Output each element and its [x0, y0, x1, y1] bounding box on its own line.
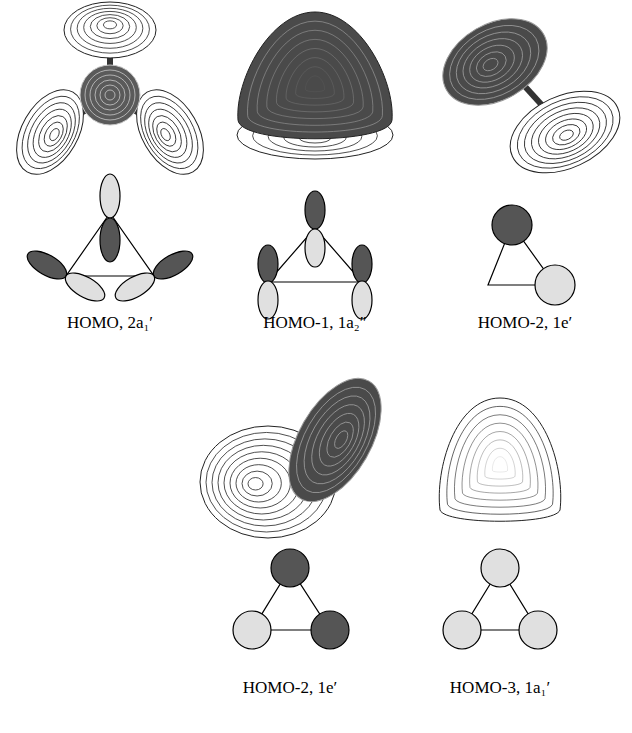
contour-line: [97, 18, 123, 34]
orbital-schematics: [23, 174, 575, 649]
contour-line: [470, 432, 531, 494]
contour-line: [515, 90, 617, 176]
contour-line: [103, 21, 116, 29]
contour-plots: [3, 1, 632, 538]
contour-line: [77, 8, 143, 48]
contour-line: [506, 82, 625, 182]
contour-line: [523, 98, 608, 169]
orbital-label: HOMO-2, 1e′: [243, 678, 337, 698]
contour-line: [230, 458, 290, 508]
contour-line: [159, 127, 172, 142]
contour-line: [497, 75, 632, 189]
contour-line: [100, 85, 120, 105]
contour-line: [48, 127, 61, 142]
contour-line: [257, 30, 373, 125]
contour-line: [322, 418, 359, 462]
contour-line: [18, 94, 85, 171]
contour-line: [147, 111, 187, 157]
orbital-lobe: [270, 363, 400, 517]
contour-line: [436, 10, 552, 114]
contour-line: [447, 406, 553, 514]
contour-line: [280, 374, 392, 506]
orbital-label: HOMO, 2a₁′: [67, 313, 153, 333]
contour-line: [485, 448, 515, 479]
contour-line: [224, 452, 300, 514]
contour-line: [305, 76, 324, 92]
contour-line: [236, 465, 281, 502]
contour-line: [135, 94, 202, 171]
contour-line: [454, 28, 531, 98]
contour-line: [311, 407, 367, 473]
contour-line: [481, 56, 500, 73]
contour-line: [477, 440, 523, 486]
contour-line: [153, 119, 180, 150]
contour-line: [242, 471, 272, 496]
contour-line: [532, 105, 600, 162]
contour-line: [332, 429, 351, 451]
contour-line: [141, 103, 195, 165]
contour-line: [85, 70, 135, 120]
contour-line: [90, 15, 129, 39]
contour-line: [95, 80, 125, 110]
contour-line: [462, 423, 538, 500]
contour-line: [40, 119, 67, 150]
contour-line: [25, 103, 79, 165]
contour-line: [558, 128, 575, 142]
contour-line: [129, 86, 210, 178]
contour-line: [291, 385, 384, 495]
contour-line: [549, 120, 583, 149]
contour-line: [463, 38, 521, 90]
contour-line: [64, 2, 156, 58]
orbital-lobe: [64, 2, 156, 58]
contour-line: [472, 47, 511, 82]
contour-line: [541, 113, 592, 156]
contour-line: [492, 457, 507, 472]
contour-line: [276, 49, 353, 112]
orbital-lobe: [439, 398, 561, 521]
contour-line: [33, 111, 73, 157]
contour-line: [10, 86, 91, 178]
orbital-label: HOMO-2, 1e′: [478, 313, 572, 333]
contour-line: [248, 478, 263, 490]
contour-line: [301, 396, 375, 484]
contour-line: [270, 363, 400, 517]
contour-line: [286, 58, 344, 106]
orbital-lobe: [80, 65, 140, 125]
contour-line: [90, 75, 130, 115]
contour-line: [71, 5, 150, 53]
orbital-label: HOMO-1, 1a₂″: [263, 313, 367, 333]
contour-line: [296, 67, 335, 99]
contour-line: [80, 65, 140, 125]
orbital-lobe: [497, 75, 632, 189]
contour-line: [445, 19, 541, 106]
contour-line: [84, 11, 137, 43]
contour-line: [105, 90, 115, 100]
orbital-label: HOMO-3, 1a₁′: [450, 678, 550, 698]
contour-line: [247, 21, 382, 132]
orbital-lobe: [238, 12, 392, 139]
contour-line: [454, 415, 545, 507]
contour-line: [267, 39, 363, 118]
